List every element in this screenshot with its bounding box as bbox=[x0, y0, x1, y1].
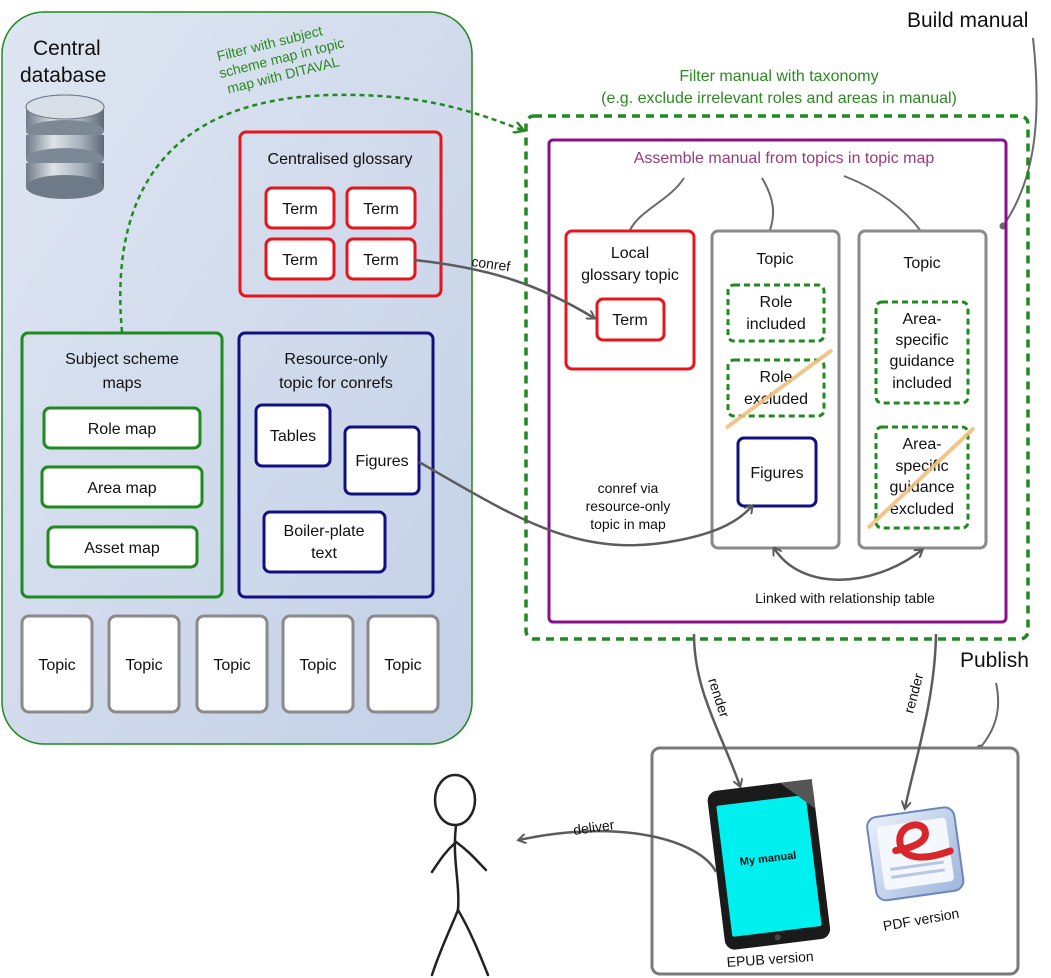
svg-text:Topic: Topic bbox=[299, 657, 336, 674]
central-title-2: database bbox=[20, 64, 106, 87]
topic-row-5: Topic bbox=[366, 614, 440, 714]
tables-box: Tables bbox=[254, 403, 332, 468]
svg-text:Figures: Figures bbox=[750, 465, 803, 482]
conref-via-label-3: topic in map bbox=[590, 516, 666, 532]
pdf-icon bbox=[866, 806, 965, 902]
render-label-2: render bbox=[900, 671, 926, 715]
build-manual-label: Build manual bbox=[907, 9, 1028, 32]
relationship-label: Linked with relationship table bbox=[755, 590, 935, 606]
tree-line-3 bbox=[843, 175, 921, 231]
render-label-1: render bbox=[705, 676, 733, 720]
relationship-arrow bbox=[774, 548, 922, 581]
build-manual-connector bbox=[1002, 37, 1038, 227]
boiler-plate-box: Boiler-plate text bbox=[262, 510, 387, 574]
topic-row-4: Topic bbox=[281, 614, 355, 714]
figures-box-topic: Figures bbox=[736, 436, 818, 508]
svg-text:Topic: Topic bbox=[38, 657, 75, 674]
svg-text:Term: Term bbox=[282, 201, 318, 218]
svg-text:text: text bbox=[311, 545, 337, 562]
glossary-term-3: Term bbox=[264, 237, 336, 281]
local-term: Term bbox=[595, 297, 666, 342]
deliver-arrow bbox=[519, 829, 718, 873]
subject-scheme-maps-box bbox=[20, 331, 224, 599]
deliver-label: deliver bbox=[572, 816, 615, 838]
svg-text:guidance: guidance bbox=[890, 479, 955, 496]
figures-box-resource: Figures bbox=[343, 425, 421, 496]
svg-text:Tables: Tables bbox=[270, 428, 316, 445]
svg-text:specific: specific bbox=[895, 332, 948, 349]
publish-label: Publish bbox=[960, 649, 1029, 672]
filter-taxonomy-line2: (e.g. exclude irrelevant roles and areas… bbox=[601, 90, 957, 107]
svg-text:Area map: Area map bbox=[87, 480, 156, 497]
svg-text:Topic: Topic bbox=[125, 657, 162, 674]
conref-arrow bbox=[413, 258, 594, 318]
conref-via-label-1: conref via bbox=[598, 480, 659, 496]
local-glossary-topic-box bbox=[564, 229, 696, 371]
svg-text:Area-: Area- bbox=[902, 436, 941, 453]
render-arrow-pdf bbox=[905, 633, 938, 808]
tree-line-1 bbox=[629, 177, 685, 231]
filter-arrow bbox=[119, 93, 522, 333]
svg-text:included: included bbox=[892, 375, 952, 392]
svg-text:Term: Term bbox=[282, 252, 318, 269]
svg-text:Figures: Figures bbox=[355, 453, 408, 470]
svg-text:Boiler-plate: Boiler-plate bbox=[284, 523, 365, 540]
topic-a-title: Topic bbox=[756, 251, 793, 268]
asset-map: Asset map bbox=[46, 525, 199, 569]
glossary-title: Centralised glossary bbox=[268, 151, 413, 168]
svg-text:included: included bbox=[746, 316, 806, 333]
glossary-term-4: Term bbox=[345, 237, 417, 281]
conref-via-label-2: resource-only bbox=[586, 498, 671, 514]
assemble-title: Assemble manual from topics in topic map bbox=[634, 150, 935, 167]
svg-text:Topic: Topic bbox=[384, 657, 421, 674]
svg-text:Asset map: Asset map bbox=[84, 540, 160, 557]
local-glossary-title-2: glossary topic bbox=[581, 267, 679, 284]
resource-only-title-1: Resource-only bbox=[284, 351, 387, 368]
role-map: Role map bbox=[42, 406, 202, 450]
svg-text:Term: Term bbox=[363, 252, 399, 269]
svg-text:Role: Role bbox=[760, 369, 793, 386]
svg-text:Role map: Role map bbox=[88, 421, 157, 438]
svg-text:excluded: excluded bbox=[890, 501, 954, 518]
filter-taxonomy-line1: Filter manual with taxonomy bbox=[679, 68, 878, 85]
render-arrow-epub bbox=[692, 633, 740, 786]
svg-text:Term: Term bbox=[363, 201, 399, 218]
svg-text:guidance: guidance bbox=[890, 353, 955, 370]
user-figure bbox=[430, 773, 490, 977]
publish-connector bbox=[979, 682, 1000, 749]
database-icon bbox=[25, 94, 105, 199]
role-included-box: Role included bbox=[726, 283, 826, 343]
resource-only-title-2: topic for conrefs bbox=[279, 375, 393, 392]
glossary-term-1: Term bbox=[264, 186, 336, 230]
filter-manual-box bbox=[524, 114, 1030, 641]
svg-text:Term: Term bbox=[612, 312, 648, 329]
topic-row-1: Topic bbox=[20, 614, 94, 714]
tree-line-2 bbox=[761, 177, 775, 231]
epub-tablet-icon: My manual bbox=[707, 779, 831, 950]
topic-row-2: Topic bbox=[107, 614, 181, 714]
role-excluded-box: Role excluded bbox=[724, 348, 834, 430]
svg-text:Area-: Area- bbox=[902, 311, 941, 328]
central-title-1: Central bbox=[33, 37, 101, 60]
conref-via-arrow bbox=[418, 460, 752, 547]
topic-b-title: Topic bbox=[903, 255, 940, 272]
area-guidance-included-box: Area- specific guidance included bbox=[874, 300, 970, 405]
assemble-manual-box bbox=[547, 138, 1008, 624]
topic-row-3: Topic bbox=[195, 614, 269, 714]
area-map: Area map bbox=[40, 465, 204, 509]
centralised-glossary-box bbox=[238, 130, 443, 298]
epub-label: EPUB version bbox=[726, 948, 814, 970]
svg-text:Role: Role bbox=[760, 294, 793, 311]
resource-only-topic-box bbox=[237, 331, 435, 599]
subject-scheme-title-1: Subject scheme bbox=[65, 351, 179, 368]
svg-text:Topic: Topic bbox=[213, 657, 250, 674]
subject-scheme-title-2: maps bbox=[102, 375, 141, 392]
area-guidance-excluded-box: Area- specific guidance excluded bbox=[866, 425, 976, 530]
local-glossary-title-1: Local bbox=[611, 245, 649, 262]
conref-label: conref bbox=[471, 253, 512, 274]
glossary-term-2: Term bbox=[345, 186, 417, 230]
